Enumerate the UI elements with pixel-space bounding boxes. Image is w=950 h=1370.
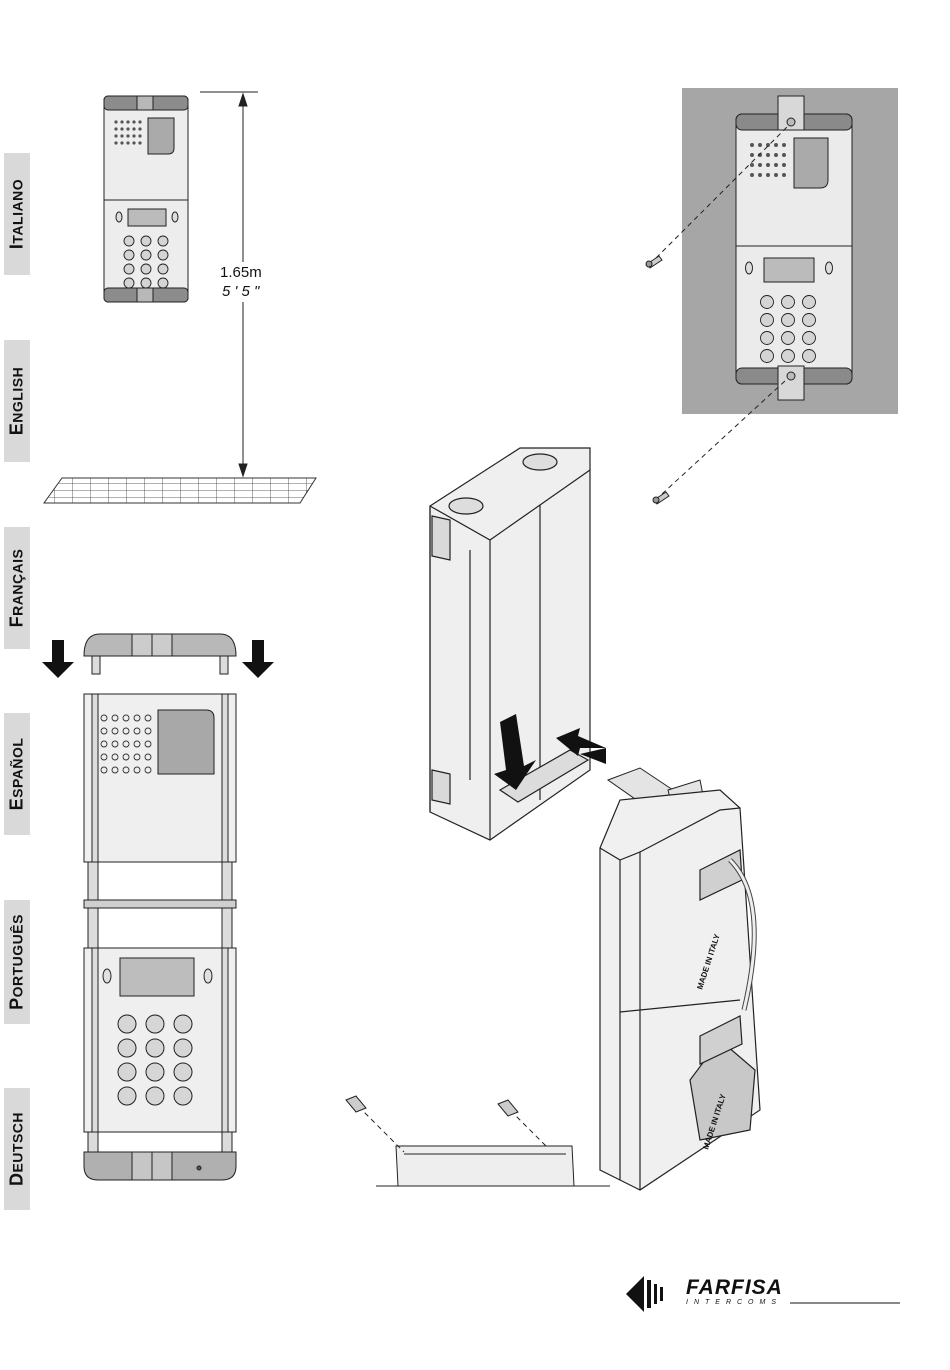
bottom-frame bbox=[346, 1096, 610, 1186]
floor-grid bbox=[44, 478, 316, 503]
brand-name: FARFISA bbox=[686, 1276, 783, 1300]
arrow-down-left-icon bbox=[42, 640, 74, 678]
bottom-cap bbox=[84, 1132, 236, 1180]
arrow-down-right-icon bbox=[242, 640, 274, 678]
height-metric-label: 1.65m bbox=[220, 264, 262, 281]
spacer-rails bbox=[84, 862, 236, 948]
height-imperial-label: 5 ' 5 " bbox=[222, 283, 259, 300]
top-cap bbox=[84, 634, 236, 674]
brand-tagline: INTERCOMS bbox=[686, 1299, 782, 1306]
electronic-module bbox=[600, 790, 760, 1190]
brand-logo: FARFISA INTERCOMS bbox=[626, 1276, 906, 1312]
